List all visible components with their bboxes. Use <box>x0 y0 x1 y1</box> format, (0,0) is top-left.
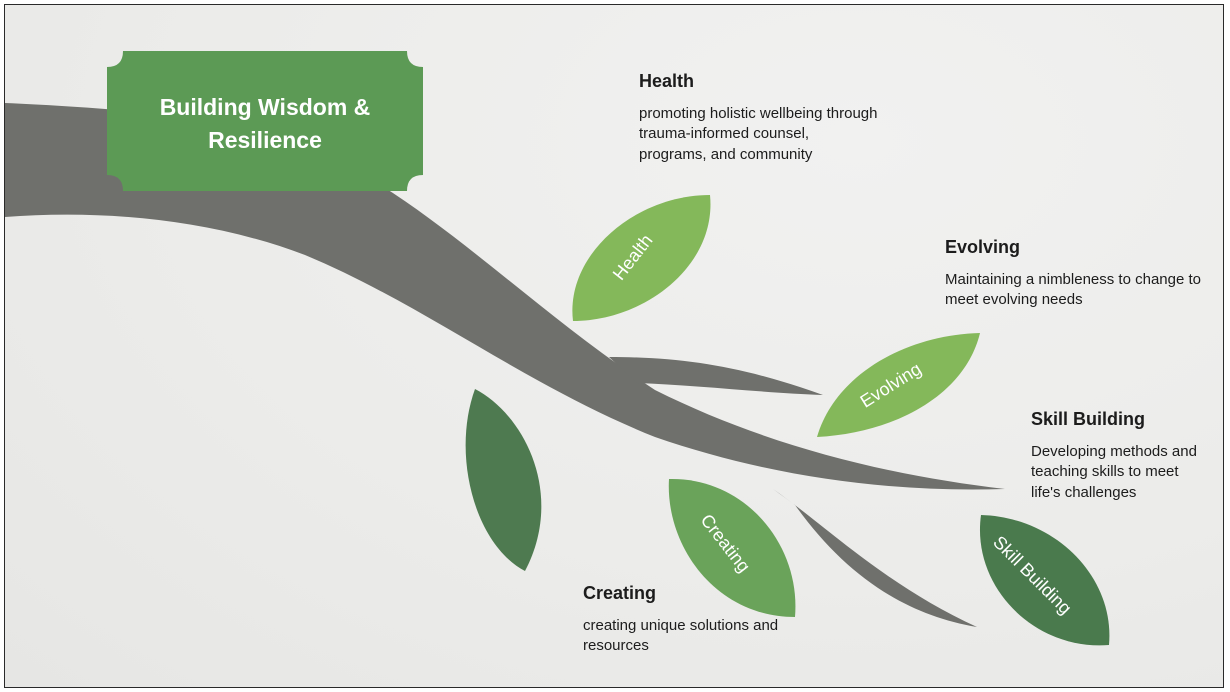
creating-block: Creating creating unique solutions and r… <box>583 583 793 657</box>
evolving-block: Evolving Maintaining a nimbleness to cha… <box>945 237 1215 311</box>
creating-leaf <box>668 478 796 617</box>
skill-building-heading: Skill Building <box>1031 409 1146 429</box>
skill-building-description: Developing methods and teaching skills t… <box>1031 443 1197 501</box>
tree-branch-illustration <box>5 51 1110 646</box>
creating-heading: Creating <box>583 583 657 603</box>
evolving-leaf <box>817 333 980 437</box>
upper-twig <box>609 357 823 395</box>
diagram-frame: Building Wisdom & Resilience Health Evol… <box>4 4 1224 688</box>
health-leaf <box>572 195 711 321</box>
health-description: promoting holistic wellbeing through tra… <box>639 105 878 163</box>
page-title: Building Wisdom & Resilience <box>159 93 371 153</box>
title-plaque: Building Wisdom & Resilience <box>109 53 421 195</box>
creating-description: creating unique solutions and resources <box>583 617 779 655</box>
skill-building-block: Skill Building Developing methods and te… <box>1031 409 1211 503</box>
lower-twig <box>773 489 977 627</box>
health-heading: Health <box>639 71 695 91</box>
dark-leaf <box>465 389 542 571</box>
evolving-description: Maintaining a nimbleness to change to me… <box>945 271 1201 309</box>
main-branch <box>5 103 1005 490</box>
title-plaque-shape <box>107 51 423 191</box>
evolving-heading: Evolving <box>945 237 1021 257</box>
health-block: Health promoting holistic wellbeing thro… <box>639 71 879 165</box>
skill-building-leaf <box>979 515 1110 646</box>
